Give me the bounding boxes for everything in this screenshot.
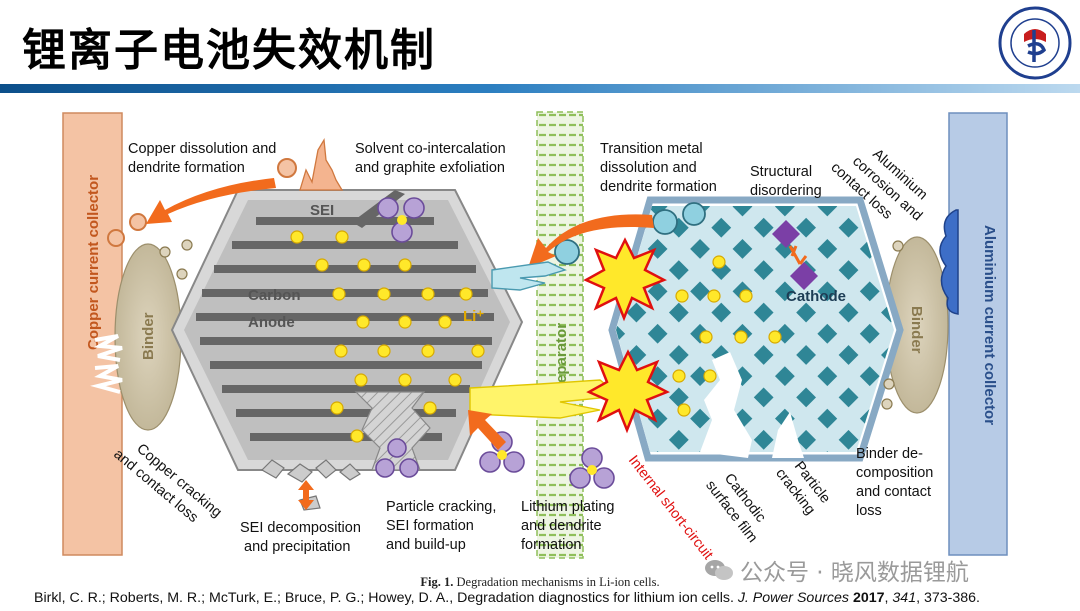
degradation-diagram: Copper current collector Aluminium curre… xyxy=(62,111,1008,563)
label-binder-decomposition: Binder de- composition and contact loss xyxy=(856,446,937,519)
label-solvent-cointercalation: Solvent co-intercalation and graphite ex… xyxy=(355,141,510,176)
structural-disorder-diamond-1 xyxy=(772,220,800,248)
label-particle-cracking-anode: Particle cracking, SEI formation and bui… xyxy=(386,499,500,553)
lithium-dendrite-bottom xyxy=(469,379,612,419)
reference-volume: 341 xyxy=(892,590,917,606)
label-particle-cracking-cathode: Particle cracking xyxy=(772,454,836,522)
copper-crack-marks xyxy=(90,334,123,394)
label-cathodic-film: Cathodic surface film xyxy=(702,466,775,546)
slide-title: 锂离子电池失效机制 xyxy=(22,25,436,76)
anode-label-1: Carbon xyxy=(248,287,301,304)
sei-cluster-top xyxy=(377,197,425,243)
label-internal-short-circuit: Internal short-circuit xyxy=(625,453,716,563)
copper-collector-label: Copper current collector xyxy=(85,175,102,350)
figure-caption-text: Degradation mechanisms in Li-ion cells. xyxy=(456,575,660,589)
li-plus-label: Li⁺ xyxy=(463,308,484,325)
sei-cluster-bottom xyxy=(375,438,419,478)
anode-label-2: Anode xyxy=(248,314,295,331)
label-copper-cracking: Copper cracking and contact loss xyxy=(110,432,227,538)
wechat-watermark: 公众号 · 晓风数据锂航 xyxy=(704,553,969,587)
reference-year: 2017 xyxy=(852,590,885,606)
binder-right-label: Binder xyxy=(908,306,925,354)
short-circuit-spark-top xyxy=(583,237,667,322)
title-underline-bar xyxy=(0,84,1080,93)
reference-authors: Birkl, C. R.; Roberts, M. R.; McTurk, E.… xyxy=(34,590,738,606)
label-structural-disordering: Structural disordering xyxy=(750,164,822,199)
wechat-icon xyxy=(705,560,733,580)
institute-logo xyxy=(998,6,1072,80)
cathode-crack xyxy=(700,352,752,458)
figure-caption: Fig. 1. Degradation mechanisms in Li-ion… xyxy=(0,575,1080,590)
separator-label: Separator xyxy=(553,323,570,393)
lithium-plating-arrow xyxy=(468,410,506,450)
copper-current-collector xyxy=(62,112,123,556)
watermark-text: 公众号 · 晓风数据锂航 xyxy=(740,560,969,586)
sei-label: SEI xyxy=(310,202,334,219)
short-circuit-spark-bottom xyxy=(586,349,670,434)
reference-journal: J. Power Sources xyxy=(737,590,850,606)
label-transition-metal: Transition metal dissolution and dendrit… xyxy=(600,141,717,195)
aluminium-current-collector xyxy=(948,112,1008,556)
label-lithium-plating: Lithium plating and dendrite formation xyxy=(521,499,619,553)
cathode-label: Cathode xyxy=(786,288,846,305)
lithium-ions-cathode xyxy=(672,255,782,417)
lithium-ions-anode xyxy=(290,230,485,443)
reference-citation: Birkl, C. R.; Roberts, M. R.; McTurk, E.… xyxy=(34,590,980,606)
aluminium-collector-label: Aluminium current collector xyxy=(981,225,998,425)
reference-pages: , 373-386. xyxy=(916,590,980,606)
figure-number: Fig. 1. xyxy=(420,575,454,589)
copper-dissolution-arrow xyxy=(146,178,276,224)
label-sei-decomposition: SEI decomposition and precipitation xyxy=(240,520,365,555)
sei-cluster-cathode xyxy=(569,447,615,489)
copper-dendrite xyxy=(299,137,344,191)
aluminium-corrosion xyxy=(939,209,959,315)
transition-metal-arrow xyxy=(528,214,654,268)
anode-particle-crack xyxy=(354,391,431,471)
lithium-dendrite-top xyxy=(491,261,567,291)
sei-double-arrow xyxy=(298,480,314,510)
structural-disorder-diamond-2 xyxy=(790,262,818,290)
binder-left-label: Binder xyxy=(140,312,157,360)
label-copper-dissolution: Copper dissolution and dendrite formatio… xyxy=(128,141,280,176)
